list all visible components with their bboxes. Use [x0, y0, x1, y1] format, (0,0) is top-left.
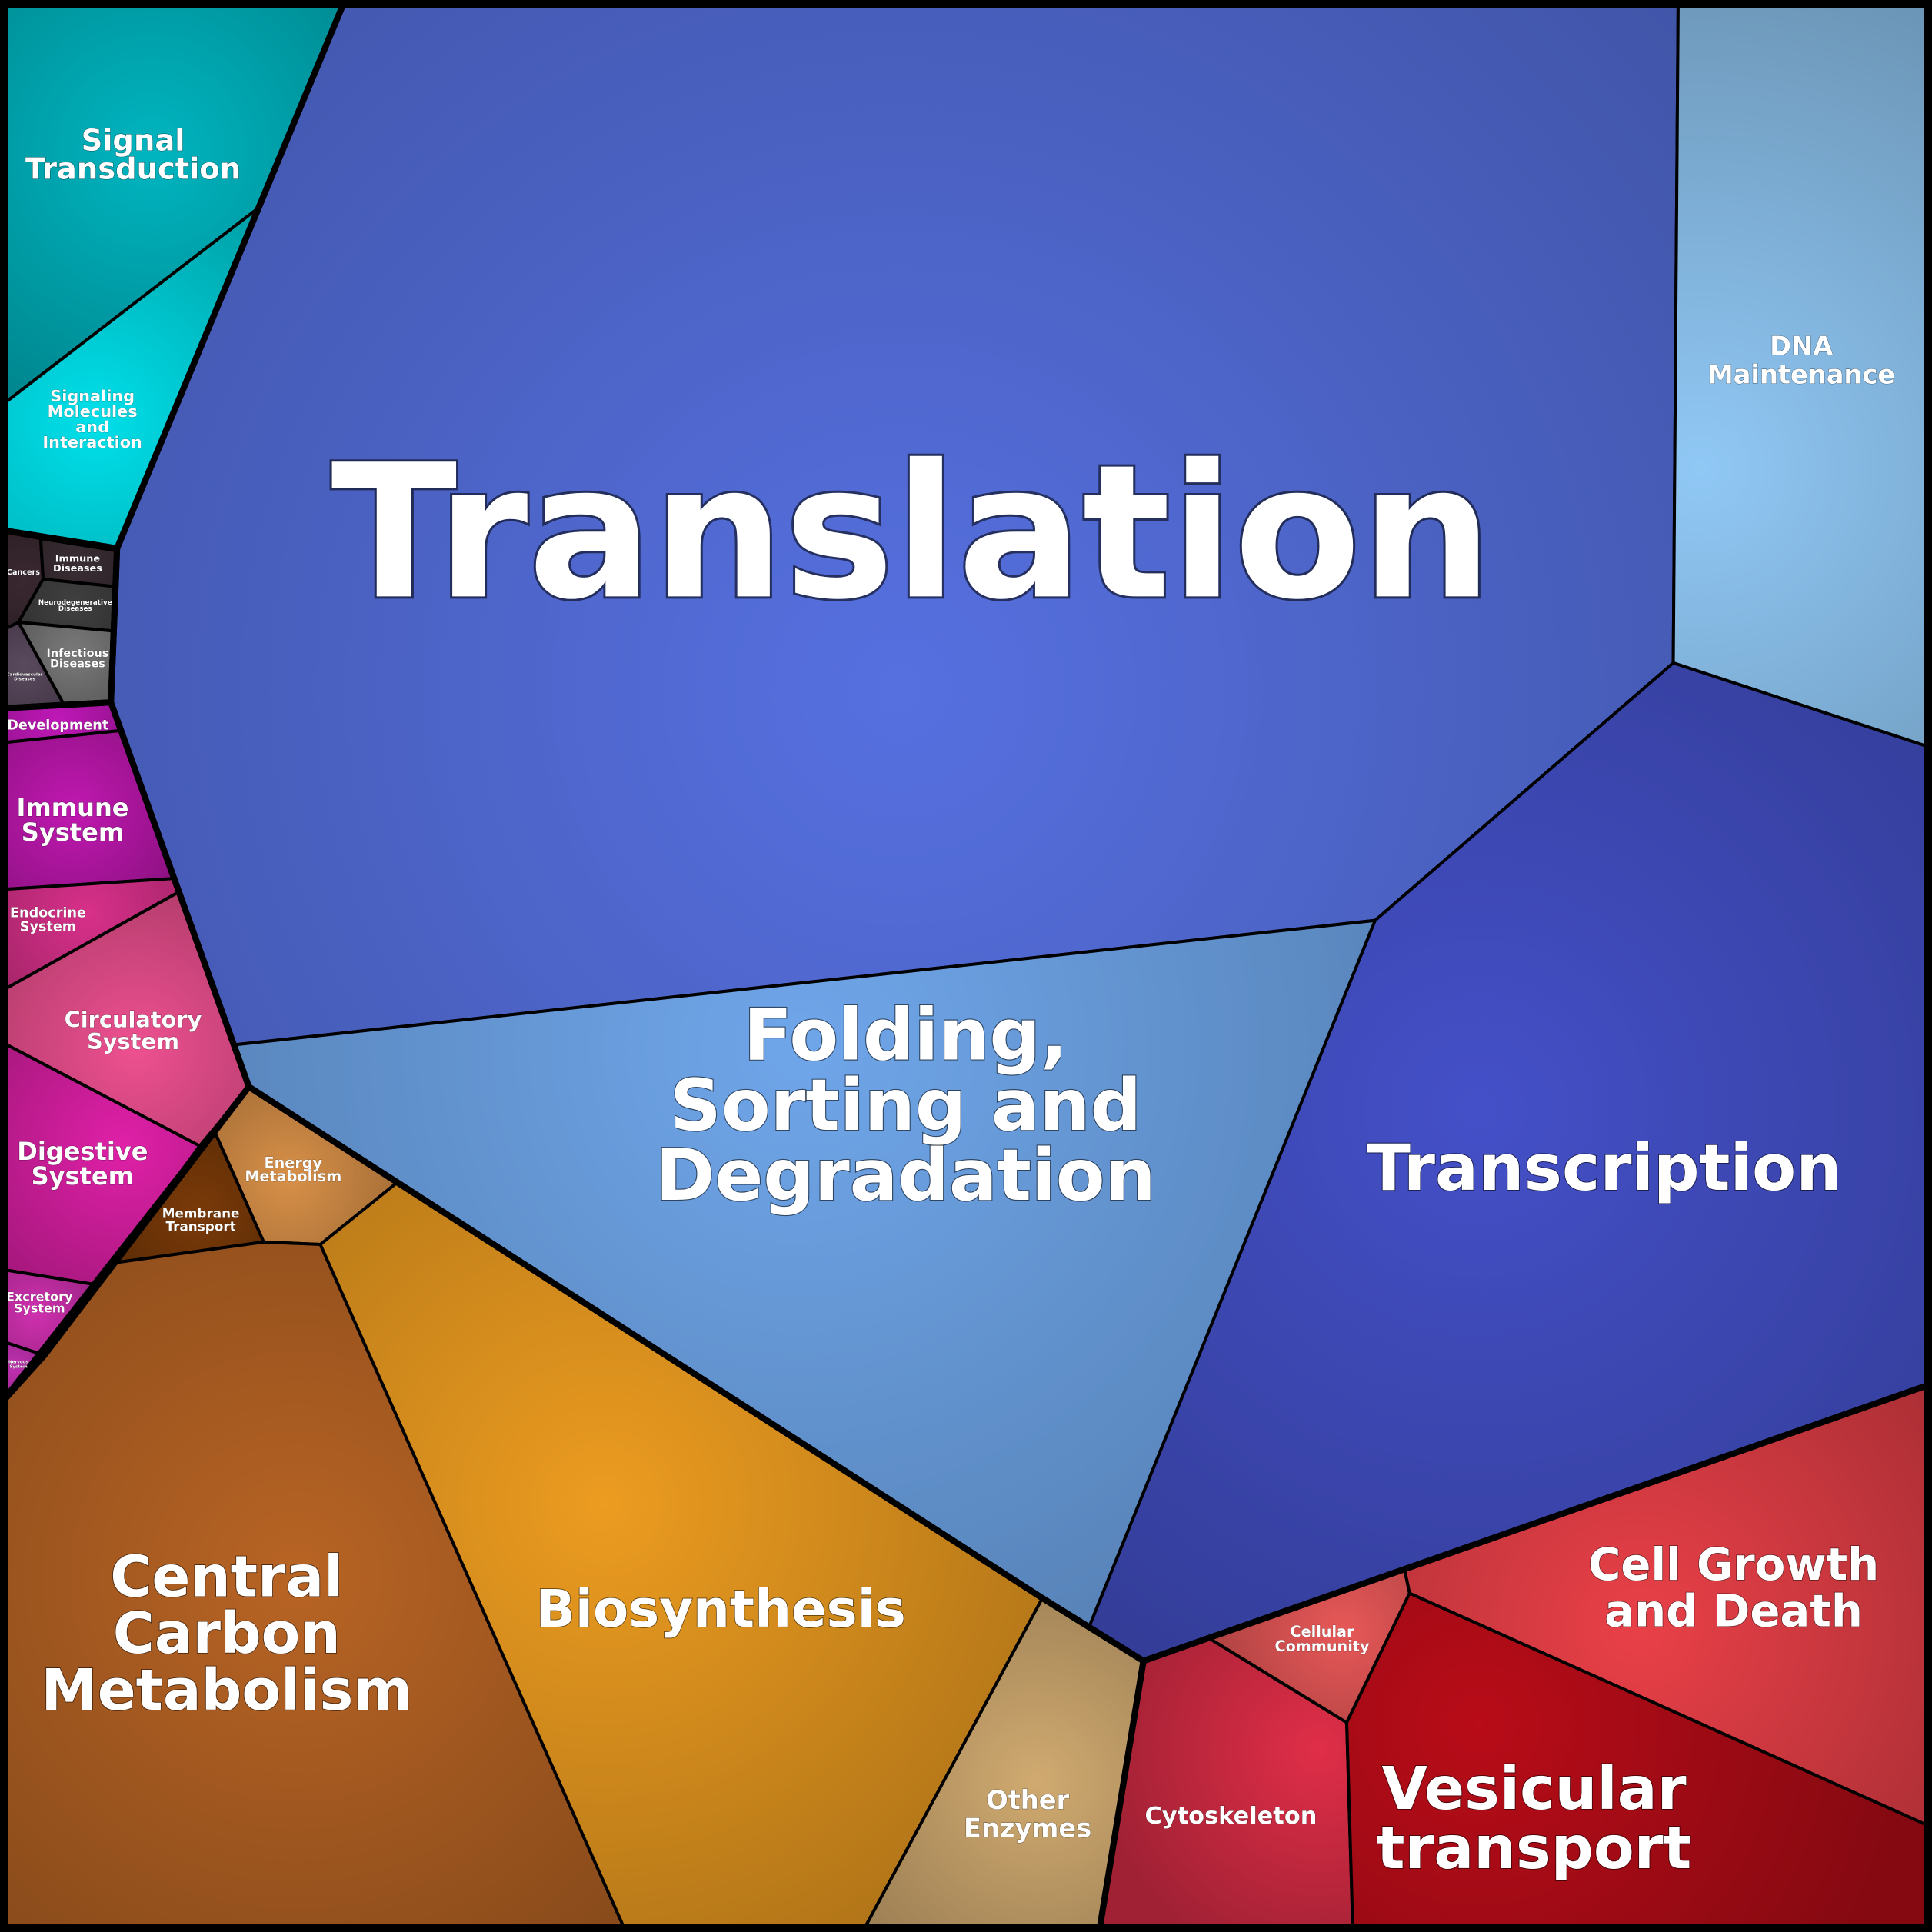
label-neurodegenerative-diseases: Diseases	[58, 605, 92, 613]
group-border	[108, 0, 1932, 1664]
label-cardiovascular-diseases: Cardiovascular	[7, 673, 43, 678]
label-energy-metabolism: Energy	[264, 1154, 322, 1171]
label-digestive-system: Digestive	[17, 1137, 148, 1166]
label-cell-growth: Cell Growth	[1588, 1538, 1879, 1591]
label-vesicular-transport: Vesicular	[1382, 1755, 1687, 1824]
label-signal-transduction: Transduction	[25, 152, 241, 187]
label-dna-maintenance: DNA	[1770, 331, 1833, 361]
label-digestive-system: System	[32, 1161, 134, 1191]
label-other-enzymes: Enzymes	[964, 1814, 1091, 1844]
label-immune-diseases: Immune	[55, 553, 101, 565]
label-cancers: Cancers	[7, 568, 40, 577]
label-membrane-transport: Membrane	[162, 1206, 240, 1221]
label-excretory-system: Excretory	[6, 1290, 73, 1304]
cell-dna-maintenance[interactable]	[1671, 0, 1932, 750]
label-immune-diseases: Diseases	[53, 563, 102, 575]
label-energy-metabolism: Metabolism	[245, 1168, 341, 1185]
label-circulatory-system: System	[87, 1028, 179, 1054]
label-other-enzymes: Other	[986, 1785, 1069, 1815]
label-central-carbon: Central	[110, 1545, 343, 1611]
label-nervous-system: Nervous	[8, 1361, 29, 1365]
label-cellular-community: Cellular	[1290, 1623, 1354, 1641]
label-signaling-molecules: Interaction	[42, 433, 142, 451]
label-vesicular-transport: transport	[1377, 1814, 1692, 1883]
label-dna-maintenance: Maintenance	[1707, 359, 1895, 389]
label-cytoskeleton: Cytoskeleton	[1144, 1803, 1317, 1830]
label-signal-transduction: Signal	[82, 124, 185, 158]
label-folding: Sorting and	[670, 1064, 1141, 1147]
label-signaling-molecules: and	[75, 418, 109, 436]
label-cell-growth: and Death	[1604, 1585, 1863, 1637]
label-central-carbon: Metabolism	[41, 1658, 412, 1724]
label-infectious-diseases: Diseases	[50, 658, 105, 670]
label-cellular-community: Community	[1274, 1637, 1369, 1655]
label-signaling-molecules: Molecules	[48, 402, 138, 421]
label-infectious-diseases: Infectious	[47, 648, 109, 660]
group-border	[1096, 1381, 1932, 1932]
label-nervous-system: System	[9, 1364, 27, 1369]
label-circulatory-system: Circulatory	[65, 1006, 202, 1032]
label-excretory-system: System	[14, 1301, 65, 1316]
label-folding: Folding,	[744, 994, 1068, 1077]
label-endocrine-system: Endocrine	[10, 906, 86, 921]
cell-vesicular-transport[interactable]	[1345, 1591, 1932, 1932]
label-signaling-molecules: Signaling	[50, 387, 135, 405]
label-biosynthesis: Biosynthesis	[536, 1579, 906, 1639]
label-transcription: Transcription	[1367, 1131, 1841, 1205]
label-folding: Degradation	[655, 1134, 1156, 1217]
label-translation: Translation	[331, 425, 1492, 640]
label-immune-system: Immune	[17, 793, 129, 822]
label-neurodegenerative-diseases: Neurodegenerative	[38, 599, 112, 607]
label-membrane-transport: Transport	[166, 1218, 236, 1234]
label-central-carbon: Carbon	[113, 1601, 341, 1667]
label-cardiovascular-diseases: Diseases	[14, 677, 36, 681]
label-immune-system: System	[22, 818, 124, 847]
label-endocrine-system: System	[20, 919, 76, 934]
label-development: Development	[7, 718, 109, 733]
